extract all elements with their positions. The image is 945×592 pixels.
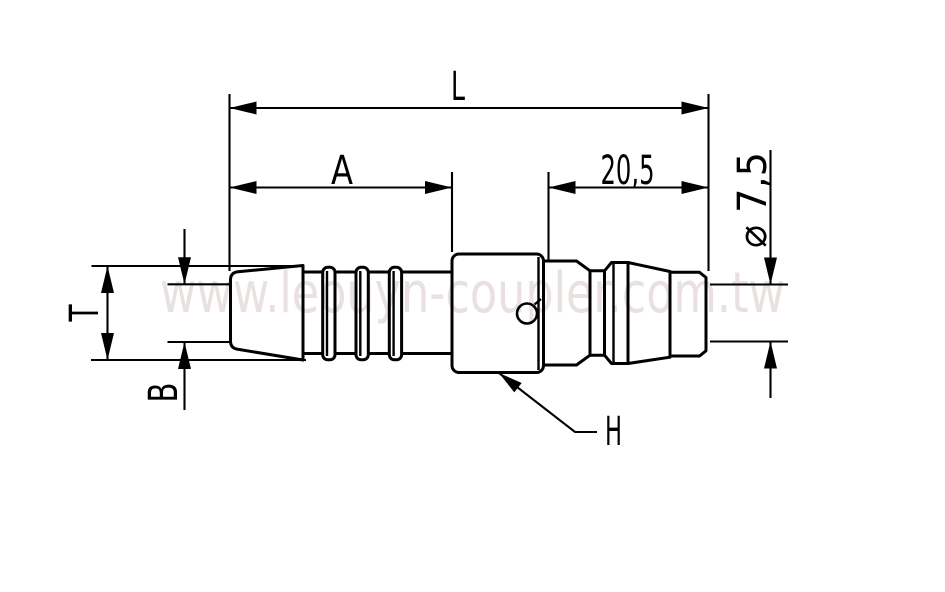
pin-hole bbox=[515, 302, 539, 325]
callout-label-H: H bbox=[605, 409, 622, 455]
arrowhead bbox=[764, 341, 777, 369]
dimension-tip-diameter: ⌀ 7,5 bbox=[710, 150, 788, 398]
arrowhead bbox=[178, 257, 191, 285]
arrowhead bbox=[681, 101, 709, 115]
dimension-tail-length: A bbox=[229, 148, 454, 252]
dimension-label-L: L bbox=[451, 64, 465, 110]
arrowhead bbox=[764, 257, 777, 285]
tail-nozzle bbox=[229, 264, 305, 362]
arrowhead bbox=[499, 373, 522, 393]
arrowhead bbox=[548, 181, 576, 194]
arrowhead bbox=[681, 181, 709, 194]
dimension-total-length: L bbox=[228, 64, 710, 271]
dimension-label-A: A bbox=[331, 148, 354, 194]
arrowhead bbox=[229, 181, 257, 194]
dimension-tail-bore: B bbox=[141, 229, 230, 410]
dimension-label-20-5: 20,5 bbox=[601, 148, 655, 194]
arrowhead bbox=[229, 101, 257, 115]
arrowhead bbox=[101, 333, 114, 360]
dimension-label-diameter-7-5: ⌀ 7,5 bbox=[730, 152, 776, 248]
dimension-tail-od: T bbox=[62, 264, 306, 362]
arrowhead bbox=[425, 181, 452, 194]
arrowhead bbox=[101, 266, 114, 293]
dimension-label-T: T bbox=[62, 304, 108, 322]
watermark-text: www.leouyn-coupler.com.tw bbox=[160, 261, 785, 326]
plug-tip bbox=[668, 270, 708, 358]
dimension-label-B: B bbox=[141, 383, 187, 403]
arrowhead bbox=[178, 342, 191, 369]
barb-ring bbox=[354, 265, 370, 362]
callout-body-H: H bbox=[498, 372, 622, 455]
barb-ring bbox=[321, 265, 337, 362]
coupler-part bbox=[229, 252, 708, 374]
dimension-plug-length: 20,5 bbox=[547, 148, 709, 260]
barb-ring bbox=[387, 265, 404, 362]
leader-line bbox=[498, 372, 597, 434]
hex-body bbox=[450, 252, 545, 374]
pin-hole-notch bbox=[533, 298, 542, 306]
